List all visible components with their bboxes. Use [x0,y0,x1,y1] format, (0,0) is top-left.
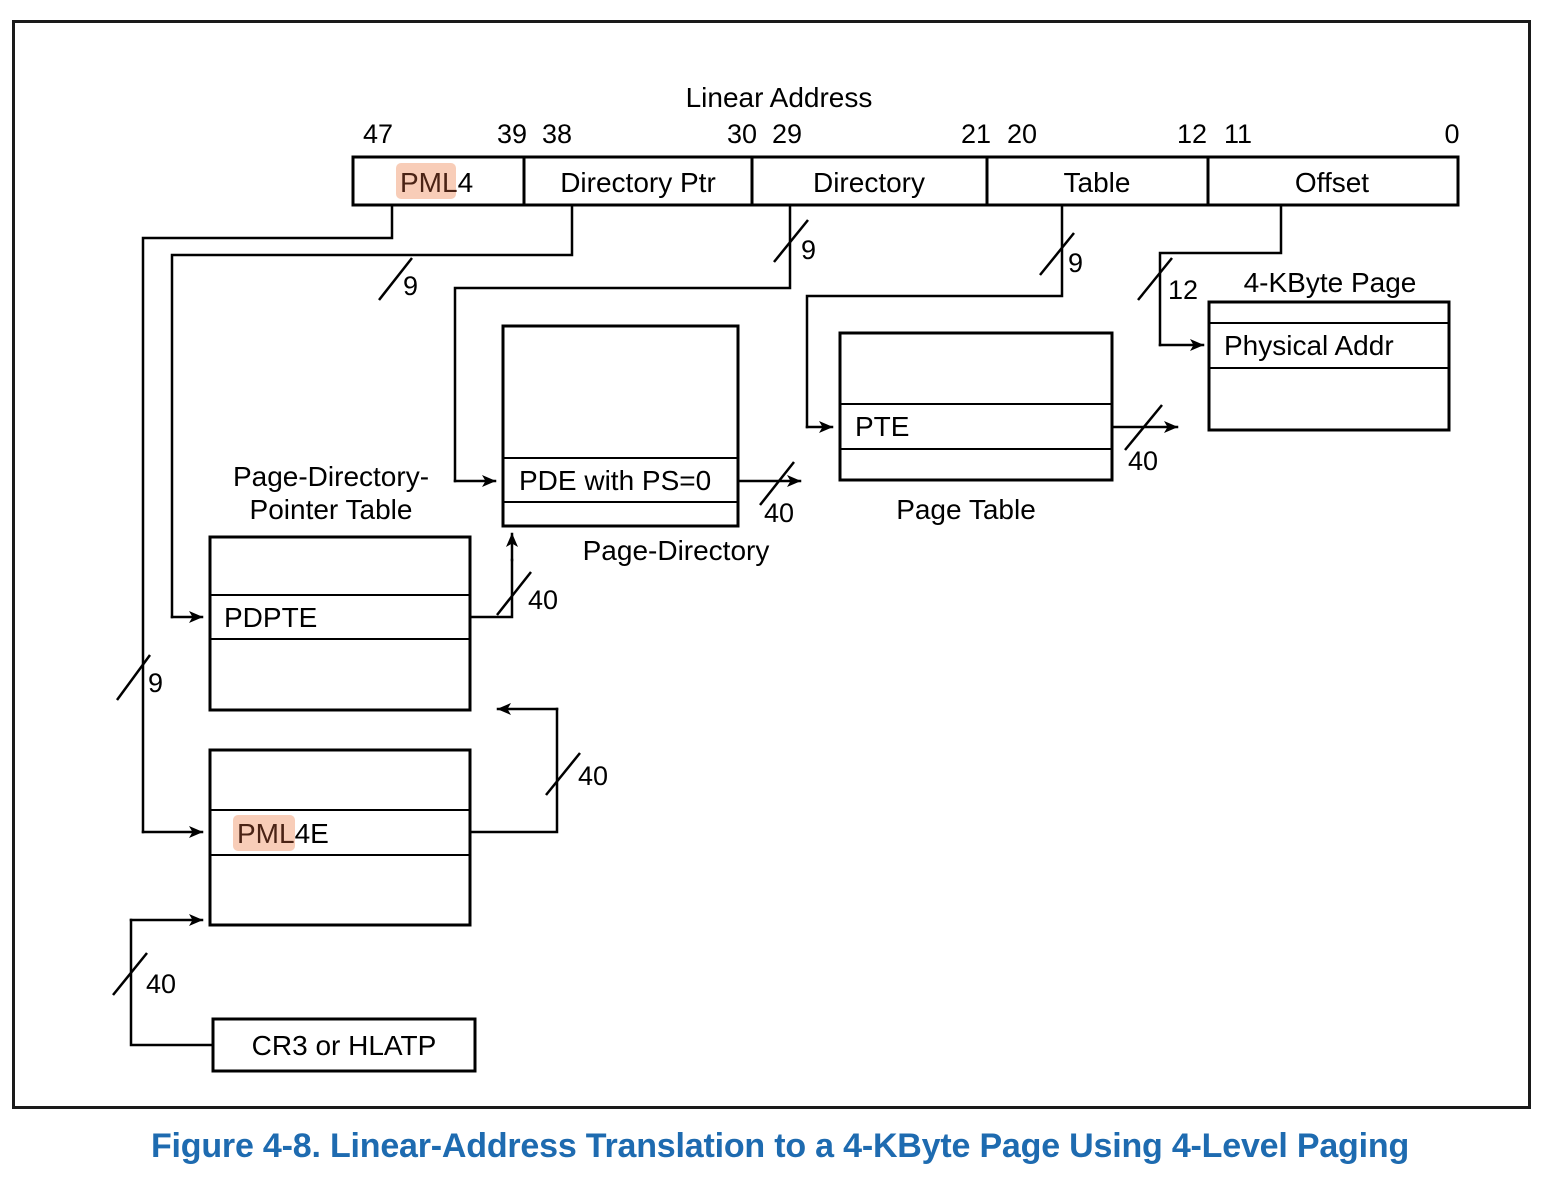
page-table-caption: Page Table [896,494,1036,525]
bit-label-11: 11 [1224,119,1252,149]
page-directory-entry-label: PDE with PS=0 [519,465,711,496]
slash-pde-width [759,461,795,506]
pdpt-caption-line1: Page-Directory- [233,461,429,492]
linear-field-directory-ptr: Directory Ptr [560,167,716,198]
bit-label-29: 29 [772,119,802,149]
cr3-box: CR3 or HLATP [211,1017,477,1073]
linear-address-title: Linear Address [686,82,873,113]
wire-pml4-to-pml4e [141,203,394,834]
width-label-pml4-index: 9 [403,271,418,301]
wire-directory-to-pde [453,203,792,483]
page-table-entry-label: PTE [855,411,909,442]
page-directory-caption: Page-Directory [583,535,770,566]
linear-field-offset: Offset [1295,167,1369,198]
pdpt-caption-line2: Pointer Table [250,494,413,525]
width-label-offset-bits: 12 [1168,275,1198,305]
pml4-table-entry-label: PML4E [237,818,329,849]
linear-address-bar: PML4 Directory Ptr Directory Table Offse… [351,155,1460,207]
pml4e-highlight-text: PML [237,818,295,849]
slash-cr3-width [112,952,148,996]
pml4-highlight-text: PML [400,167,458,198]
wire-pdpte-to-page-directory [468,558,514,619]
slash-table-width [1039,232,1075,276]
slash-dirptr-width [115,654,152,701]
wire-pml4e-to-pdpt [468,707,559,834]
pdpt-entry-label: PDPTE [224,602,317,633]
width-label-cr3-addr: 40 [146,969,176,999]
cr3-label: CR3 or HLATP [252,1030,437,1061]
pml4-rest-text: 4 [458,167,474,198]
width-label-directory-index: 9 [801,235,816,265]
wire-offset-to-page [1158,203,1283,347]
bit-label-12: 12 [1177,119,1207,149]
page-4kbyte-entry-label: Physical Addr [1224,330,1394,361]
page-4kbyte-box: Physical Addr [1207,300,1451,432]
wire-dirptr-to-pdpte [170,203,574,619]
bit-label-21: 21 [961,119,991,149]
width-label-dirptr-index: 9 [148,668,163,698]
bit-label-20: 20 [1007,119,1037,149]
slash-directory-width [773,219,809,263]
page-table-box: PTE [838,331,1114,482]
wire-table-to-pte [805,203,1064,429]
pml4e-rest-text: 4E [295,818,329,849]
bit-label-39: 39 [497,119,527,149]
bit-label-30: 30 [727,119,757,149]
slash-offset-width [1137,257,1173,301]
pdpt-box: PDPTE [208,535,472,712]
slash-pml4-width [378,257,413,301]
page-directory-box: PDE with PS=0 [501,324,740,528]
width-label-pdpte-addr: 40 [528,585,558,615]
slash-pte-width [1124,404,1163,451]
slash-pdpte-width [496,571,532,616]
linear-field-directory: Directory [813,167,925,198]
page-4kbyte-caption: 4-KByte Page [1244,267,1417,298]
width-label-table-index: 9 [1068,248,1083,278]
pml4-table-box: PML4E [208,748,472,927]
bit-label-38: 38 [542,119,572,149]
width-label-pde-addr: 40 [764,498,794,528]
width-label-pml4e-addr: 40 [578,761,608,791]
bit-label-0: 0 [1444,119,1459,149]
linear-field-pml4: PML4 [400,167,473,198]
pml4-field-highlight [396,163,456,199]
wire-cr3-to-pml4-table [129,918,215,1047]
bit-label-47: 47 [363,119,393,149]
pml4e-highlight [233,815,295,851]
width-label-pte-addr: 40 [1128,446,1158,476]
slash-pml4e-width [545,752,581,796]
linear-field-table: Table [1064,167,1131,198]
figure-caption: Figure 4-8. Linear-Address Translation t… [151,1127,1409,1165]
